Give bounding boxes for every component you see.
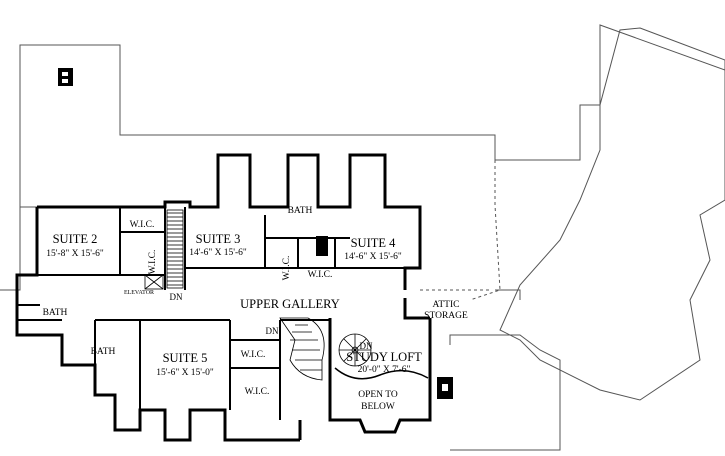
bath-label: BATH bbox=[91, 347, 116, 357]
elevator-label: ELEVATOR bbox=[124, 290, 154, 296]
wic-label: W.I.C. bbox=[241, 350, 266, 360]
wic-label: W.I.C. bbox=[282, 256, 292, 281]
upper-gallery-label: UPPER GALLERY bbox=[240, 297, 340, 311]
suite-2-label: SUITE 2 bbox=[53, 232, 98, 246]
study-loft-size: 20'-0" X 7'-6" bbox=[358, 365, 411, 375]
stair-down-label: DN bbox=[266, 326, 279, 336]
bath-label: BATH bbox=[288, 206, 313, 216]
open-to-below-label: BELOW bbox=[361, 402, 395, 412]
suite-5-label: SUITE 5 bbox=[163, 351, 208, 365]
attic-storage-label: STORAGE bbox=[424, 311, 468, 321]
fireplace-icon bbox=[316, 236, 328, 256]
stair-down-label: DN bbox=[170, 292, 183, 302]
loft-railing bbox=[334, 367, 429, 380]
suite-3-label: SUITE 3 bbox=[196, 232, 241, 246]
bath-label: BATH bbox=[43, 308, 68, 318]
wic-label: W.I.C. bbox=[130, 220, 155, 230]
wic-label: W.I.C. bbox=[308, 270, 333, 280]
main-stair bbox=[166, 209, 184, 289]
suite-3-size: 14'-6" X 15'-6" bbox=[189, 248, 247, 258]
suite-4-size: 14'-6" X 15'-6" bbox=[344, 252, 402, 262]
wic-label: W.I.C. bbox=[245, 387, 270, 397]
elevator-icon bbox=[144, 274, 164, 290]
chimney-icon bbox=[58, 68, 73, 86]
suite-4-label: SUITE 4 bbox=[351, 236, 397, 250]
roof-outline bbox=[0, 24, 725, 451]
study-loft-label: STUDY LOFT bbox=[346, 350, 422, 364]
suite-2-size: 15'-8" X 15'-6" bbox=[46, 249, 104, 259]
wic-label: W.I.C. bbox=[148, 250, 158, 275]
chimney-icon bbox=[437, 377, 453, 399]
curved-stair bbox=[279, 317, 325, 381]
suite-5-size: 15'-6" X 15'-0" bbox=[156, 368, 214, 378]
open-to-below-label: OPEN TO bbox=[358, 390, 398, 400]
spiral-stair bbox=[338, 333, 372, 367]
exterior-walls bbox=[15, 153, 432, 442]
spiral-stair-down-label: DN bbox=[360, 341, 373, 351]
attic-storage-label: ATTIC bbox=[433, 300, 460, 310]
interior-walls bbox=[17, 207, 405, 420]
